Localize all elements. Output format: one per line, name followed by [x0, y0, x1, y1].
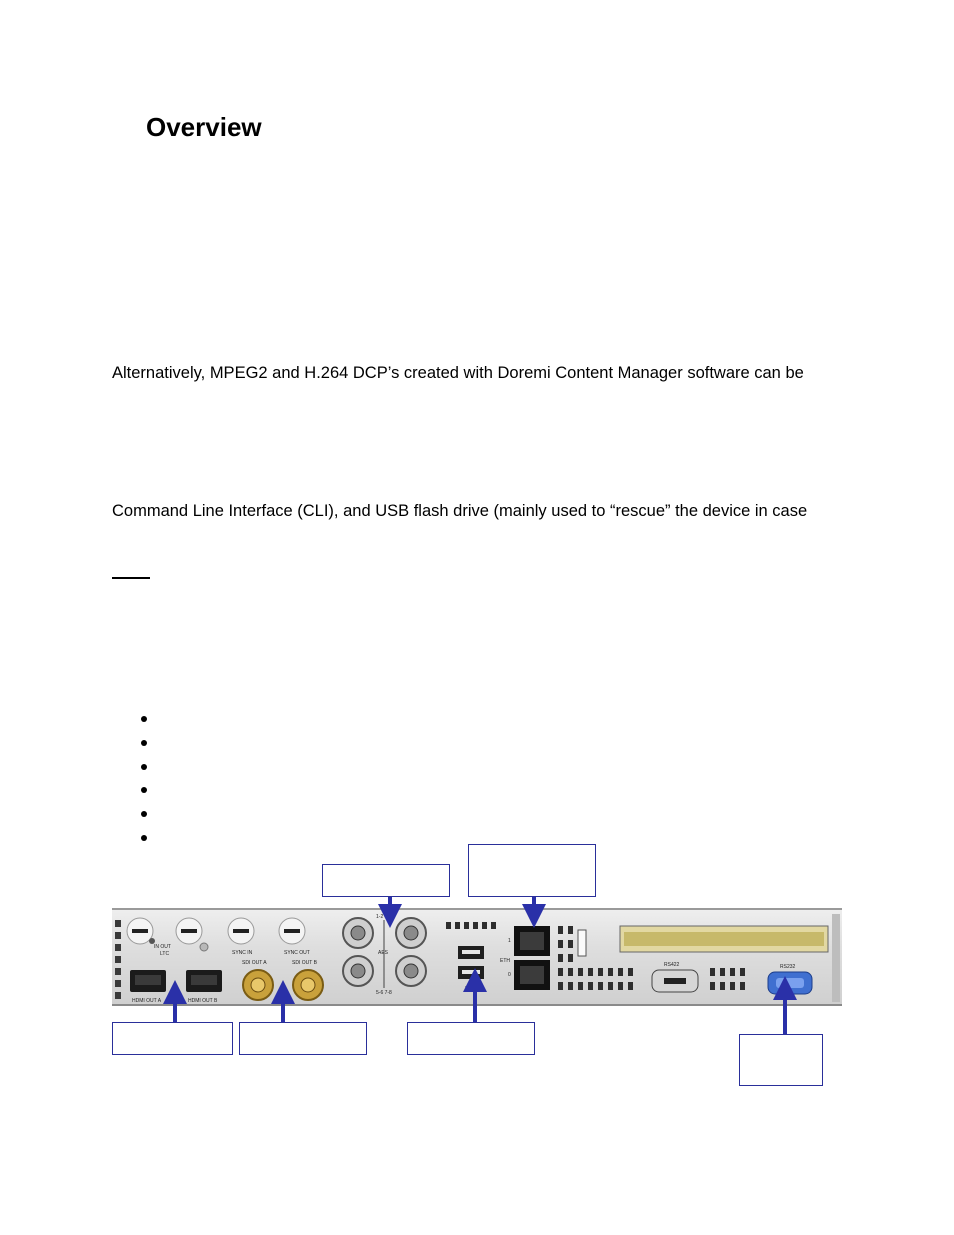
label-aes-top: 1-2 3-4 [376, 914, 392, 920]
label-sync-out: SYNC OUT [284, 950, 310, 956]
note-label-underline [112, 577, 150, 579]
callout-usb [407, 1022, 535, 1055]
callout-ethernet [468, 844, 596, 897]
label-eth: ETH [500, 958, 510, 964]
callout-sdi [239, 1022, 367, 1055]
label-aes: AES [378, 950, 389, 956]
label-usb: USB [465, 986, 476, 992]
label-rs232: RS232 [780, 964, 796, 970]
callout-hdmi [112, 1022, 233, 1055]
label-hdmi-out-a: HDMI OUT A [132, 998, 162, 1004]
label-sdi-out-a: SDI OUT A [242, 960, 267, 966]
paragraph-dcp-creation: Alternatively, MPEG2 and H.264 DCP’s cre… [112, 364, 804, 382]
rear-panel-figure: IN OUT LTC HDMI OUT A HDMI OUT B SYNC IN… [108, 840, 848, 1090]
label-sdi-out-b: SDI OUT B [292, 960, 318, 966]
label-ltc: LTC [160, 951, 169, 957]
label-ltc-in-out: IN OUT [154, 944, 171, 950]
label-eth-0: 0 [508, 972, 511, 978]
callout-aes [322, 864, 450, 897]
paragraph-interfaces: Command Line Interface (CLI), and USB fl… [112, 502, 808, 520]
label-aes-bottom: 5-6 7-8 [376, 990, 392, 996]
label-hdmi-out-b: HDMI OUT B [188, 998, 218, 1004]
device-rear-panel: IN OUT LTC HDMI OUT A HDMI OUT B SYNC IN… [112, 908, 842, 1006]
callout-rs232 [739, 1034, 823, 1086]
rear-panel-illustration: IN OUT LTC HDMI OUT A HDMI OUT B SYNC IN… [115, 914, 840, 1004]
label-sync-in: SYNC IN [232, 950, 253, 956]
page-heading: Overview [146, 112, 262, 142]
label-eth-1: 1 [508, 938, 511, 944]
label-rs422: RS422 [664, 962, 680, 968]
